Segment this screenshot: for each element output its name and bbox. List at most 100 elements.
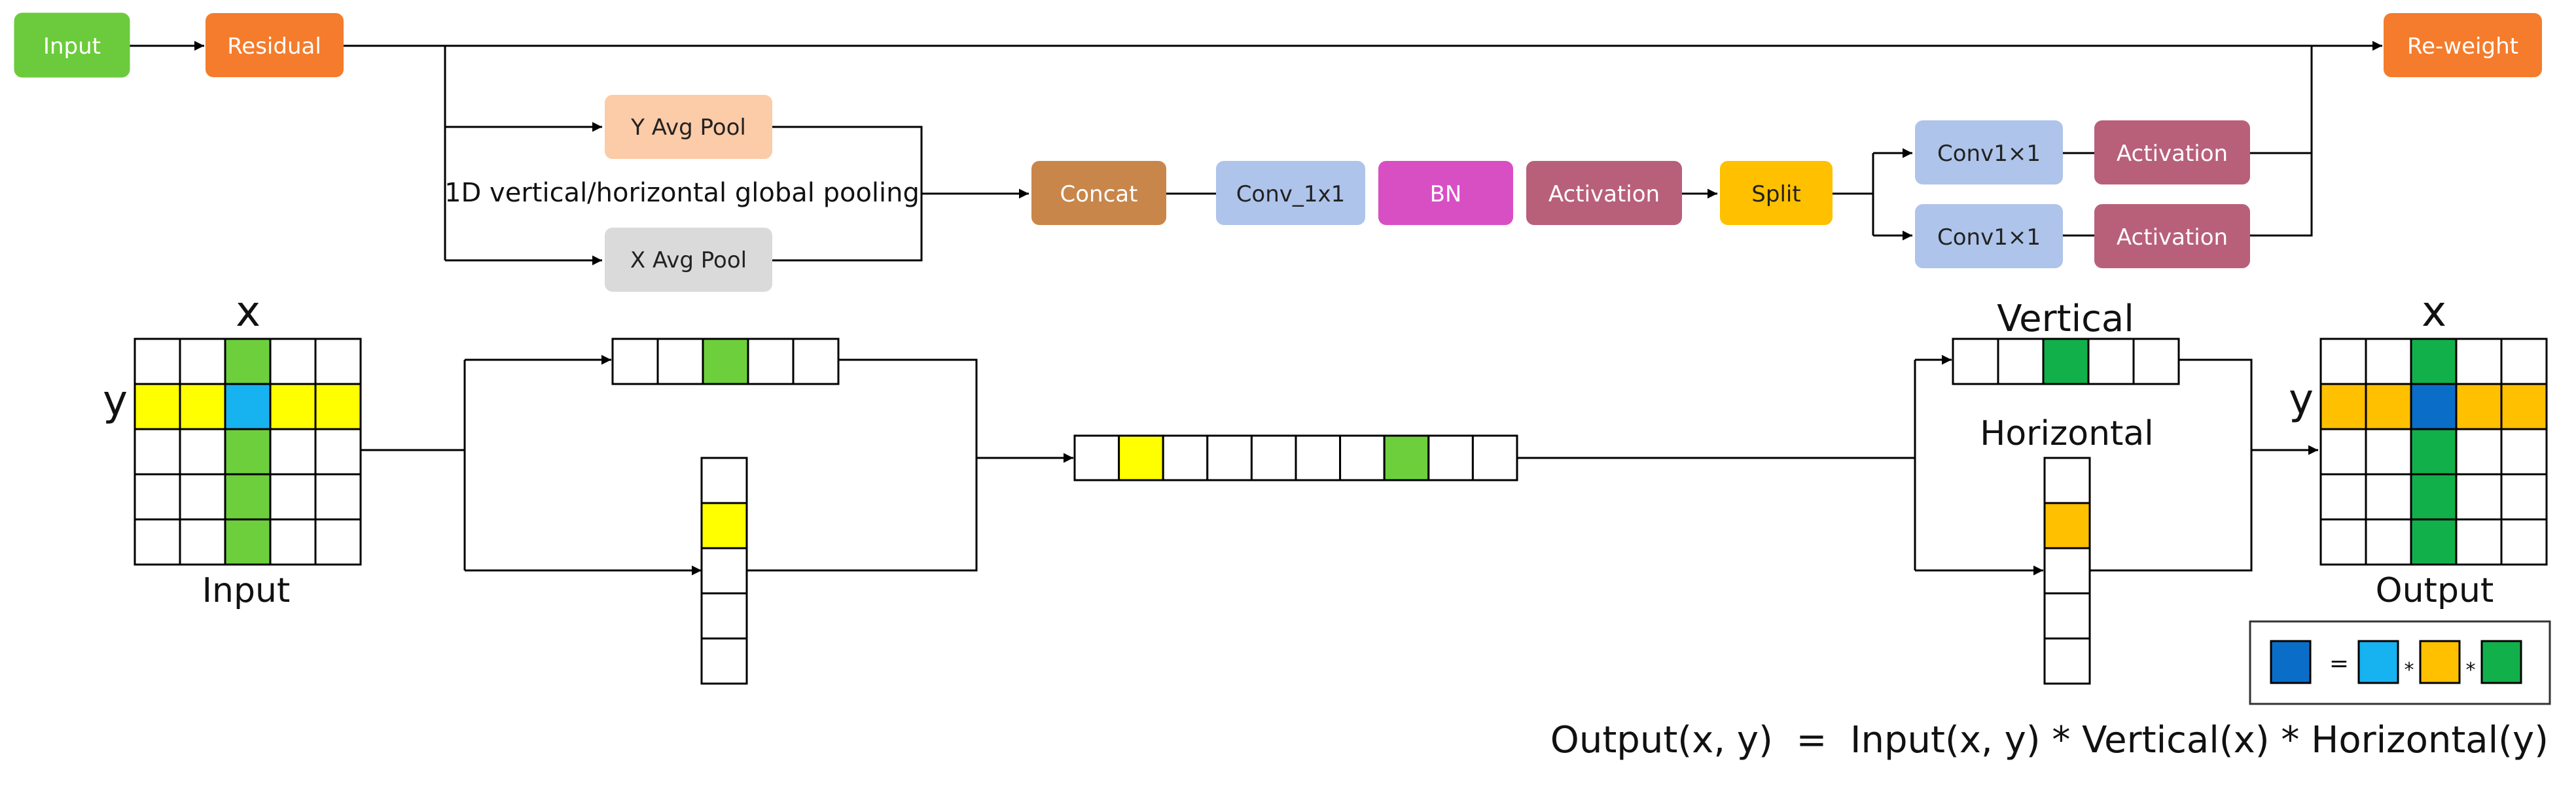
input-grid-cell [314,428,362,476]
input-grid-cell [314,338,362,385]
act-bottom-merge-line [2250,153,2313,237]
horizontal-caption: Horizontal [1980,414,2154,453]
vertical-attention-vector-cell [2087,338,2135,385]
block-input: Input [14,12,130,78]
block-activation-bottom: Activation [2094,204,2250,268]
block-split: Split [1720,161,1833,225]
vertical-vector-out-line [2178,358,2253,450]
input-grid-cell [134,518,181,566]
illustration-connectors [361,355,2318,576]
concatenated-vector-cell [1427,434,1474,481]
pooled-x-vector-cell [702,338,749,385]
block-conv-1x1-label: Conv_1x1 [1236,181,1346,207]
input-grid-cell [134,473,181,521]
legend-equals: = [2329,650,2349,677]
legend-horizontal-cell [2419,640,2461,684]
horizontal-attention-vector-cell [2043,457,2091,504]
vertical-attention-vector-cell [2132,338,2180,385]
concatenated-vector-cell [1250,434,1297,481]
pooled-y-vector-cell [700,637,748,685]
concatenated-vector-cell [1073,434,1120,481]
input-grid-cell [179,428,226,476]
block-input-label: Input [43,33,101,60]
input-grid-cell [134,338,181,385]
block-x-avg-pool: X Avg Pool [605,228,772,292]
pooled-x-vector-cell [792,338,840,385]
horizontal-attention-vector [2043,457,2091,685]
output-grid-cell [2319,473,2367,521]
concatenated-vector-cell [1118,434,1164,481]
output-grid-cell [2319,383,2367,430]
output-grid-cell [2319,518,2367,566]
concatenated-vector-cell [1471,434,1518,481]
block-concat: Concat [1031,161,1166,225]
concatenated-vector [1073,434,1518,481]
pooling-caption: 1D vertical/horizontal global pooling [444,178,920,208]
output-grid-cell [2500,338,2548,385]
input-grid-cell [179,473,226,521]
output-grid-cell [2500,383,2548,430]
output-grid-cell [2319,428,2367,476]
block-split-label: Split [1751,181,1800,207]
legend-times-1: * [2405,659,2414,682]
output-grid-cell [2410,518,2458,566]
input-grid-cell [269,383,317,430]
input-grid-cell [224,428,272,476]
output-grid-cell [2319,338,2367,385]
input-grid [134,338,362,566]
concatenated-vector-cell [1295,434,1342,481]
block-x-avg-pool-label: X Avg Pool [630,247,747,273]
block-activation-bottom-label: Activation [2117,224,2228,251]
input-grid-cell [179,383,226,430]
legend-times-2: * [2466,659,2476,682]
input-grid-cell [269,338,317,385]
block-conv-1x1: Conv_1x1 [1216,161,1365,225]
horizontal-vector-out-line [2089,450,2253,572]
pooled-y-vector-cell [700,502,748,550]
block-reweight: Re-weight [2384,13,2542,77]
block-concat-label: Concat [1060,181,1138,207]
block-conv1x1-bottom-label: Conv1×1 [1937,224,2041,251]
output-grid-cell [2410,338,2458,385]
concatenated-vector-cell [1162,434,1209,481]
input-grid-cell [224,338,272,385]
input-grid-cell [224,518,272,566]
output-formula: Output(x, y) = Input(x, y) * Vertical(x)… [1550,719,2549,761]
input-grid-cell [224,473,272,521]
input-grid-caption: Input [202,571,291,610]
input-grid-cell [314,473,362,521]
legend-box: = * * [2249,620,2551,705]
block-activation-top-label: Activation [2117,141,2228,167]
horizontal-attention-vector-cell [2043,547,2091,595]
pooled-x-vector [611,338,840,385]
output-grid-cell [2500,518,2548,566]
output-grid [2319,338,2548,566]
horizontal-attention-vector-cell [2043,637,2091,685]
input-grid-cell [134,383,181,430]
input-grid-cell [269,428,317,476]
pooled-x-vector-cell [611,338,659,385]
pooled-y-vector-cell [700,457,748,504]
block-bn: BN [1378,161,1513,225]
input-grid-cell [179,338,226,385]
block-activation-main-label: Activation [1548,181,1660,207]
vertical-attention-vector-cell [2042,338,2090,385]
output-grid-y-label: y [2289,375,2314,424]
horizontal-attention-vector-cell [2043,502,2091,550]
output-grid-cell [2455,428,2503,476]
block-activation-top: Activation [2094,120,2250,184]
output-grid-cell [2500,473,2548,521]
output-grid-cell [2410,383,2458,430]
vertical-caption: Vertical [1997,298,2134,340]
vertical-attention-vector [1952,338,2180,385]
block-bn-label: BN [1430,181,1462,207]
block-y-avg-pool: Y Avg Pool [605,95,772,159]
output-grid-cell [2365,383,2412,430]
legend-vertical-cell [2480,640,2522,684]
act-top-merge-line [2250,46,2313,154]
block-reweight-label: Re-weight [2407,33,2518,60]
input-grid-cell [134,428,181,476]
concatenated-vector-cell [1206,434,1253,481]
top-connectors [130,41,2382,266]
